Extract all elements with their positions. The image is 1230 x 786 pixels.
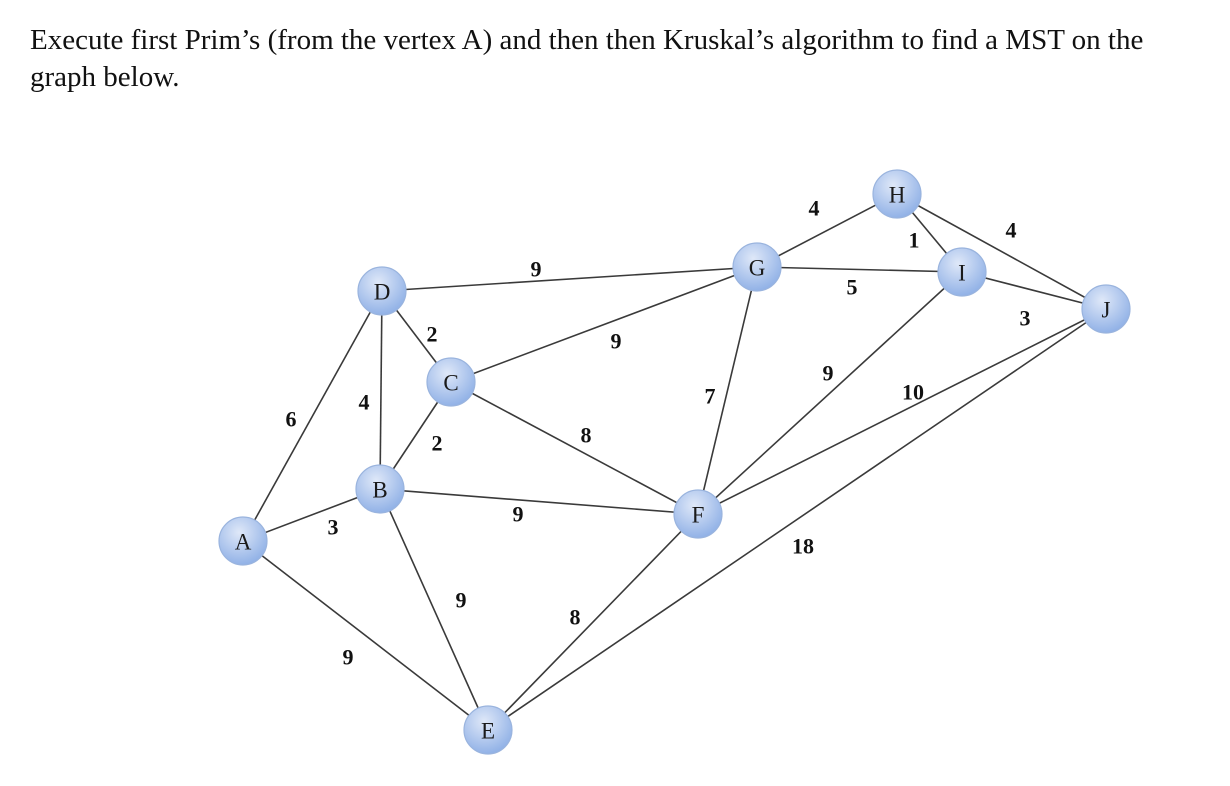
edge-weight-d-g: 9 [531,257,542,282]
node-i: I [937,247,987,297]
node-g: G [732,242,782,292]
edge-weight-a-b: 3 [328,515,339,540]
node-h: H [872,169,922,219]
edge-weight-f-j: 10 [902,380,924,405]
edge-i-j [961,271,1107,310]
edge-g-h [756,193,898,268]
edge-weight-d-b: 4 [359,390,370,415]
edge-weight-a-e: 9 [343,645,354,670]
edge-a-e [242,540,489,731]
node-j: J [1081,284,1131,334]
node-circle [463,705,513,755]
node-circle [1081,284,1131,334]
edge-weight-g-f: 7 [705,384,716,409]
edge-weight-e-j: 18 [792,534,814,559]
node-circle [218,516,268,566]
edge-c-g [450,266,758,383]
node-b: B [355,464,405,514]
node-circle [426,357,476,407]
edge-weight-h-j: 4 [1006,218,1017,243]
edge-i-f [697,271,963,515]
edge-b-e [379,488,489,731]
node-label: C [443,371,458,396]
weights-layer: 6 3 9 4 2 9 2 9 8 9 9 8 18 7 4 5 1 4 3 9 10 [286,196,1031,670]
edge-weight-g-i: 5 [847,275,858,300]
node-label: A [235,530,252,555]
edge-d-b [379,290,383,490]
node-e: E [463,705,513,755]
edge-weight-i-f: 9 [823,361,834,386]
edge-g-i [756,266,963,273]
node-circle [732,242,782,292]
node-label: E [481,719,495,744]
edge-g-f [697,266,758,515]
edge-e-f [487,513,699,731]
edge-weight-g-h: 4 [809,196,820,221]
edge-c-f [450,381,699,515]
node-circle [355,464,405,514]
edge-weight-a-d: 6 [286,407,297,432]
edge-weight-d-c: 2 [427,322,438,347]
edge-d-g [381,266,758,292]
edge-weight-e-f: 8 [570,605,581,630]
node-label: J [1102,298,1111,323]
node-d: D [357,266,407,316]
node-circle [357,266,407,316]
node-f: F [673,489,723,539]
edge-weight-c-g: 9 [611,329,622,354]
nodes-layer: A B C D E F G H I J [218,169,1131,755]
node-label: F [692,503,705,528]
node-c: C [426,357,476,407]
question-text: Execute first Prim’s (from the vertex A)… [30,24,1144,93]
edge-a-d [242,290,383,542]
edge-weight-c-b: 2 [432,431,443,456]
node-label: D [374,280,391,305]
node-label: I [958,261,966,286]
node-label: G [749,256,766,281]
edge-e-j [487,308,1107,731]
edge-weight-h-i: 1 [909,228,920,253]
edge-b-f [379,488,699,515]
edge-weight-i-j: 3 [1020,306,1031,331]
node-circle [673,489,723,539]
edge-weight-b-f: 9 [513,502,524,527]
edge-f-j [697,308,1107,515]
edge-h-j [896,193,1107,310]
node-a: A [218,516,268,566]
node-circle [872,169,922,219]
edge-weight-c-f: 8 [581,423,592,448]
node-label: B [372,478,387,503]
node-circle [937,247,987,297]
node-label: H [889,183,906,208]
edge-weight-b-e: 9 [456,588,467,613]
